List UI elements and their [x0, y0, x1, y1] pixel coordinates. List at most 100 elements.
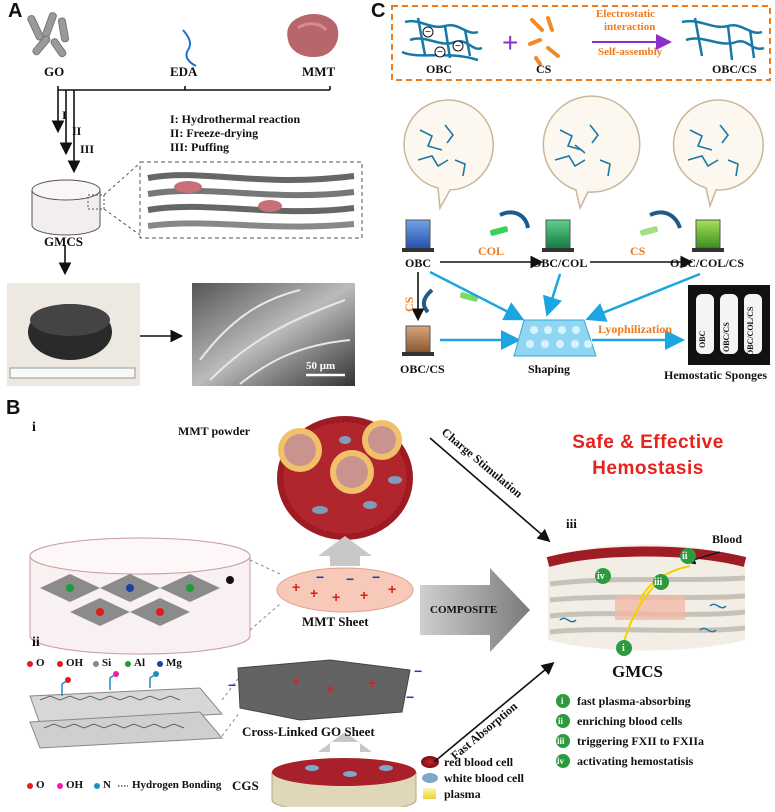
mmt-powder-disc — [277, 416, 413, 540]
interaction-line2: interaction — [604, 21, 656, 33]
svg-text:iii: iii — [654, 577, 663, 588]
mmt-legend-oh: OH — [66, 657, 84, 669]
cgs-disc — [271, 758, 417, 812]
up-arrow-grey-2 — [318, 732, 372, 752]
obc-top-label: OBC — [426, 62, 453, 76]
mechanism-list-badges: i ii iii iv — [556, 694, 570, 768]
bubbles — [403, 95, 764, 211]
mmt-crystal — [29, 537, 281, 655]
col-arrow-label: COL — [478, 244, 505, 258]
blood-label: Blood — [712, 532, 743, 546]
step-3: III: Puffing — [170, 140, 230, 154]
step-1: I: Hydrothermal reaction — [170, 112, 301, 126]
curved-arrows — [421, 210, 682, 314]
fast-absorption-arrow — [433, 661, 555, 763]
svg-text:ii: ii — [682, 551, 688, 562]
svg-text:iv: iv — [557, 756, 565, 766]
svg-text:+: + — [292, 579, 300, 595]
mmt-label: MMT — [302, 64, 336, 79]
go-legend-hbond: Hydrogen Bonding — [132, 779, 222, 791]
arrow-label-iii: III — [80, 142, 95, 156]
gmcs-mechanism — [546, 544, 747, 651]
obc-charges: − − − — [422, 26, 464, 58]
svg-text:−: − — [425, 27, 431, 38]
arrow-label-ii: II — [72, 124, 82, 138]
beaker-obc-cs-label: OBC/CS — [400, 362, 445, 376]
svg-text:+: + — [332, 589, 340, 605]
mechanism-3-text: triggering FXII to FXIIa — [577, 734, 704, 748]
scale-bar-label: 50 μm — [306, 360, 336, 372]
go-sheet-model — [29, 671, 241, 749]
sponge-label-obc-cs: OBC/CS — [722, 322, 731, 352]
svg-text:+: + — [310, 585, 318, 601]
mmt-rock — [287, 13, 339, 58]
beaker-obc-col-cs-label: OBC/COL/CS — [670, 256, 745, 270]
gmcs-label-b: GMCS — [612, 662, 663, 681]
go-legend-dots — [27, 783, 128, 789]
panel-a-label: A — [8, 0, 23, 22]
svg-text:ii: ii — [558, 716, 564, 726]
svg-text:iv: iv — [597, 571, 605, 582]
mmt-legend-al: Al — [134, 657, 145, 669]
svg-text:−: − — [372, 569, 380, 585]
arrow-label-i: I — [62, 108, 67, 122]
gmcs-label-a: GMCS — [44, 234, 83, 249]
obc-cs-network — [681, 17, 765, 61]
svg-text:+: + — [388, 581, 396, 597]
panel-a-flow — [51, 86, 331, 343]
svg-text:−: − — [346, 571, 354, 587]
svg-text:+: + — [292, 673, 300, 689]
beaker-obc-label: OBC — [405, 256, 432, 270]
interaction-line1: Electrostatic — [596, 8, 656, 20]
svg-text:−: − — [316, 569, 324, 585]
svg-text:−: − — [406, 689, 414, 705]
plus-sign: + — [502, 27, 518, 58]
legend-plasma: plasma — [444, 787, 481, 801]
sub-ii-label: ii — [32, 635, 40, 650]
panel-c-dashed-box — [391, 5, 771, 81]
go-sheet-label: Cross-Linked GO Sheet — [242, 724, 375, 739]
step-2: II: Freeze-drying — [170, 126, 259, 140]
gmcs-cylinder — [31, 162, 141, 236]
gmcs-layers-inset — [139, 161, 363, 239]
composite-label: COMPOSITE — [430, 604, 498, 616]
composite-arrow — [420, 568, 530, 652]
cs-chains — [528, 16, 560, 66]
svg-text:−: − — [455, 41, 461, 52]
charge-stimulation-arrow — [429, 437, 551, 543]
sem-image — [192, 283, 355, 386]
reagent-strips — [459, 226, 659, 302]
flow-arrows — [411, 255, 694, 322]
svg-text:i: i — [622, 643, 625, 654]
mechanism-2-text: enriching blood cells — [577, 714, 683, 728]
mmt-sheet-label: MMT Sheet — [302, 614, 369, 629]
shaping-mold — [513, 319, 597, 357]
cross-linked-go-sheet: +++ −−− — [228, 659, 422, 721]
go-legend-n: N — [103, 779, 111, 791]
bubble-fibers — [417, 124, 739, 177]
mmt-sheet: ++ ++ + −− − — [276, 567, 414, 613]
mmt-legend-si: Si — [102, 657, 112, 669]
mmt-legend-dots — [27, 661, 163, 667]
blue-arrows — [429, 270, 701, 350]
svg-text:+: + — [326, 681, 334, 697]
svg-text:−: − — [228, 677, 236, 693]
legend-red-blood-cell: red blood cell — [444, 755, 514, 769]
sponge-label-obc-col-cs: OBC/COL/CS — [746, 306, 755, 356]
eda-molecule — [182, 29, 197, 67]
mechanism-badges-diagram: ii iii iv i — [595, 548, 696, 656]
shaping-label: Shaping — [528, 362, 571, 376]
up-arrow-grey — [318, 536, 372, 566]
gmcs-photo — [7, 283, 140, 386]
title-line1: Safe & Effective — [572, 432, 724, 453]
mmt-legend-o: O — [36, 657, 45, 669]
go-legend-oh: OH — [66, 779, 84, 791]
mmt-legend-mg: Mg — [166, 657, 182, 669]
svg-text:i: i — [561, 696, 564, 706]
sponge-label-obc: OBC — [698, 330, 707, 348]
beaker-obc-col-label: OBC/COL — [532, 256, 588, 270]
svg-text:+: + — [368, 675, 376, 691]
panel-b-label: B — [6, 397, 21, 419]
